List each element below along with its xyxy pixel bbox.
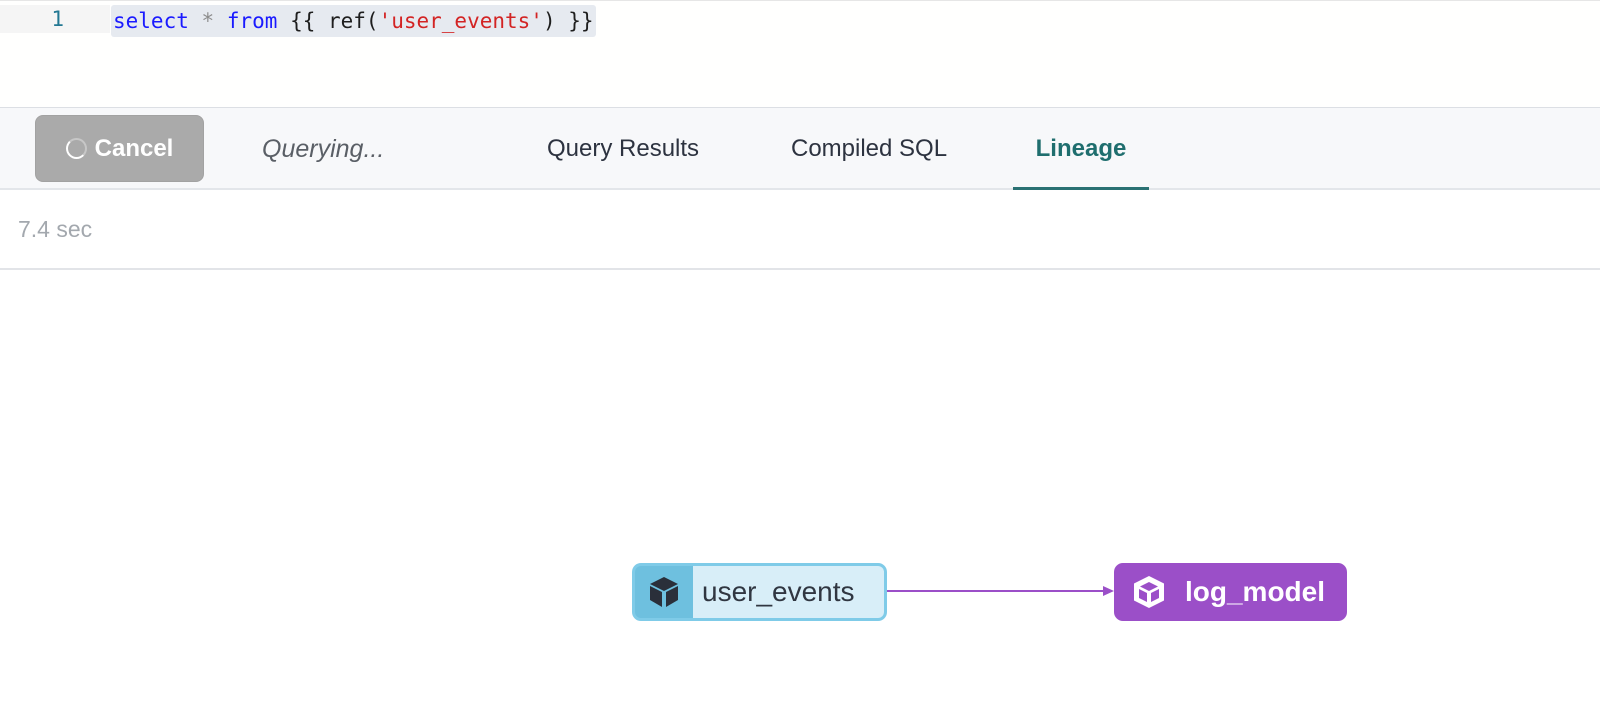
timer-row: 7.4 sec (0, 190, 1600, 270)
editor-gutter (0, 5, 110, 33)
code-ref-open: {{ ref( (290, 9, 379, 33)
lineage-edge-arrow (887, 586, 1114, 596)
tab-lineage-label: Lineage (1035, 135, 1127, 162)
tab-lineage[interactable]: Lineage (1013, 108, 1149, 192)
lineage-node-label: log_model (1185, 576, 1326, 607)
query-status: Querying... (262, 135, 385, 163)
lineage-node-user-events[interactable]: user_events (632, 563, 887, 621)
results-toolbar: Cancel Querying... Query Results Compile… (0, 108, 1600, 192)
line-number: 1 (51, 7, 64, 31)
active-tab-indicator (1013, 187, 1149, 192)
code-operator-star: * (201, 9, 215, 33)
lineage-canvas[interactable]: user_events log_model (0, 272, 1600, 707)
code-keyword-select: select (113, 9, 189, 33)
cube-icon (1116, 565, 1182, 619)
tab-compiled-sql-label: Compiled SQL (791, 135, 948, 162)
spinner-icon (65, 138, 87, 159)
tab-query-results-label: Query Results (547, 135, 700, 162)
lineage-node-label: user_events (693, 566, 884, 618)
code-line[interactable]: select * from {{ ref('user_events') }} (111, 5, 596, 37)
elapsed-time: 7.4 sec (18, 216, 93, 242)
code-keyword-from: from (226, 9, 278, 33)
cancel-button[interactable]: Cancel (35, 115, 204, 182)
cancel-button-label: Cancel (94, 134, 174, 162)
tab-compiled-sql[interactable]: Compiled SQL (791, 108, 947, 190)
cube-icon (635, 566, 693, 618)
code-string: 'user_events' (378, 9, 543, 33)
code-ref-close: ) }} (542, 9, 594, 33)
sql-editor[interactable]: 1 select * from {{ ref('user_events') }} (0, 0, 1600, 108)
tab-query-results[interactable]: Query Results (547, 108, 699, 190)
lineage-node-log-model[interactable]: log_model (1114, 563, 1347, 621)
